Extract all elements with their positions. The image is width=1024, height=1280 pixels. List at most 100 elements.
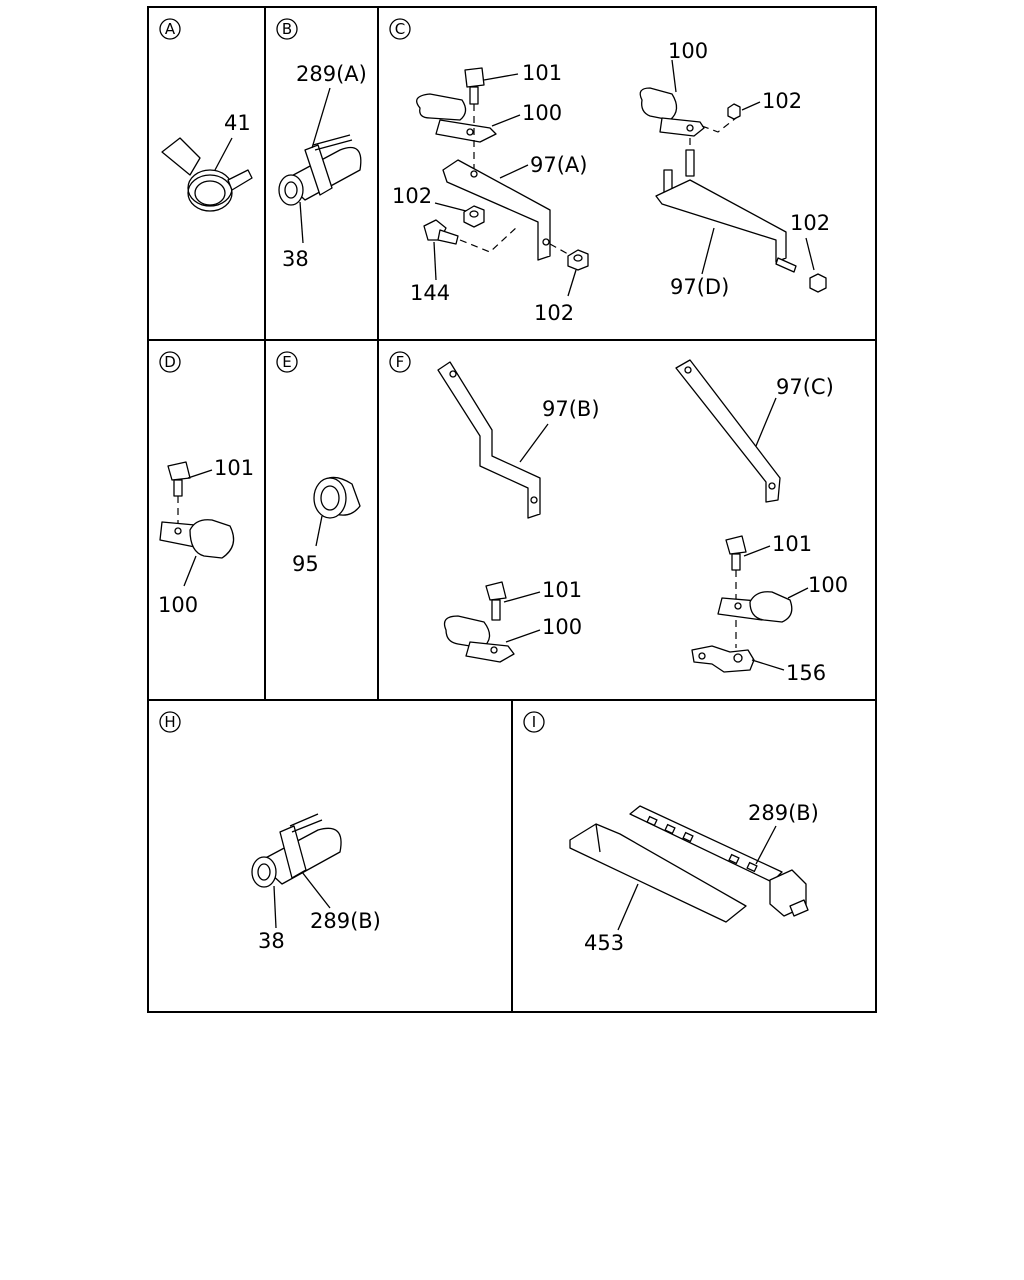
part-label: 102 — [790, 211, 830, 235]
leader-line — [311, 87, 331, 149]
part-label: 102 — [392, 184, 432, 208]
band-289b — [279, 813, 323, 879]
part-label: 102 — [534, 301, 574, 325]
bracket-97a — [442, 159, 551, 261]
clip-100 — [443, 615, 515, 663]
leader-line — [483, 73, 519, 81]
part-label: 97(B) — [542, 397, 600, 421]
part-label: 289(B) — [310, 909, 381, 933]
leader-line — [751, 659, 785, 671]
leader-line — [617, 883, 639, 931]
part-label: 97(D) — [670, 275, 729, 299]
part-label: 100 — [158, 593, 198, 617]
part-label: 97(C) — [776, 375, 834, 399]
panel-marker-b: B — [276, 18, 298, 40]
svg-text:H: H — [164, 713, 175, 731]
svg-text:A: A — [165, 20, 176, 38]
nut-102 — [727, 103, 741, 120]
leader-line — [567, 269, 577, 297]
svg-text:D: D — [164, 353, 176, 371]
part-label: 95 — [292, 552, 319, 576]
leader-line — [503, 591, 541, 603]
part-label: 101 — [542, 578, 582, 602]
assembly-line — [459, 225, 519, 253]
part-label: 101 — [214, 456, 254, 480]
panel-marker-a: A — [159, 18, 181, 40]
clip-100 — [639, 87, 705, 137]
leader-line — [491, 114, 521, 127]
cable-tie-289b — [629, 805, 809, 917]
part-label: 101 — [772, 532, 812, 556]
part-label: 289(A) — [296, 62, 367, 86]
leader-line — [505, 629, 541, 643]
panel-marker-f: F — [389, 351, 411, 373]
part-label: 41 — [224, 111, 251, 135]
leader-line — [214, 137, 233, 171]
part-label: 100 — [542, 615, 582, 639]
bracket-97c — [675, 359, 781, 503]
nut-102 — [567, 249, 589, 271]
leader-line — [755, 825, 777, 865]
bracket-97b — [437, 361, 541, 519]
bolt-101 — [485, 581, 507, 621]
panel-marker-i: I — [523, 711, 545, 733]
part-label: 100 — [808, 573, 848, 597]
svg-text:I: I — [532, 713, 536, 731]
leader-line — [315, 515, 323, 547]
hose-clamp-41 — [161, 137, 253, 212]
leader-line — [299, 201, 304, 244]
bolt-101 — [725, 535, 747, 571]
assembly-line — [549, 243, 569, 255]
leader-line — [755, 397, 777, 447]
leader-line — [805, 237, 815, 271]
nut-102 — [809, 273, 827, 293]
leader-line — [787, 587, 809, 599]
panel-marker-e: E — [276, 351, 298, 373]
leader-line — [499, 164, 529, 179]
svg-text:F: F — [396, 353, 405, 371]
grommet-95 — [313, 476, 361, 519]
svg-text:C: C — [395, 20, 405, 38]
part-label: 453 — [584, 931, 624, 955]
sheet-453 — [569, 823, 747, 923]
bracket-nut-156 — [691, 645, 755, 673]
clip-100 — [159, 519, 235, 559]
leader-line — [301, 871, 331, 909]
clip-100 — [717, 591, 793, 623]
bolt-101 — [167, 461, 191, 497]
panel-marker-c: C — [389, 18, 411, 40]
grid-frame — [147, 6, 877, 1013]
part-label: 38 — [258, 929, 285, 953]
panel-marker-d: D — [159, 351, 181, 373]
leader-line — [434, 202, 467, 212]
leader-line — [273, 885, 277, 929]
clip-100 — [416, 93, 497, 143]
part-label: 101 — [522, 61, 562, 85]
part-label: 289(B) — [748, 801, 819, 825]
part-label: 102 — [762, 89, 802, 113]
band-289a — [304, 134, 353, 196]
part-label: 97(A) — [530, 153, 587, 177]
panel-marker-h: H — [159, 711, 181, 733]
leader-line — [741, 101, 761, 111]
part-label: 38 — [282, 247, 309, 271]
bolt-101 — [464, 67, 485, 105]
svg-text:E: E — [282, 353, 291, 371]
leader-line — [743, 545, 771, 557]
leader-line — [433, 241, 437, 281]
leader-line — [187, 469, 213, 479]
part-label: 100 — [522, 101, 562, 125]
part-label: 144 — [410, 281, 450, 305]
leader-line — [671, 59, 677, 93]
assembly-line — [701, 117, 737, 133]
leader-line — [701, 227, 715, 275]
leader-line — [519, 423, 549, 463]
part-label: 156 — [786, 661, 826, 685]
part-label: 100 — [668, 39, 708, 63]
bracket-97d — [655, 179, 797, 273]
leader-line — [183, 555, 197, 587]
nut-102 — [463, 205, 485, 228]
bolt-144 — [423, 219, 459, 245]
svg-text:B: B — [282, 20, 292, 38]
